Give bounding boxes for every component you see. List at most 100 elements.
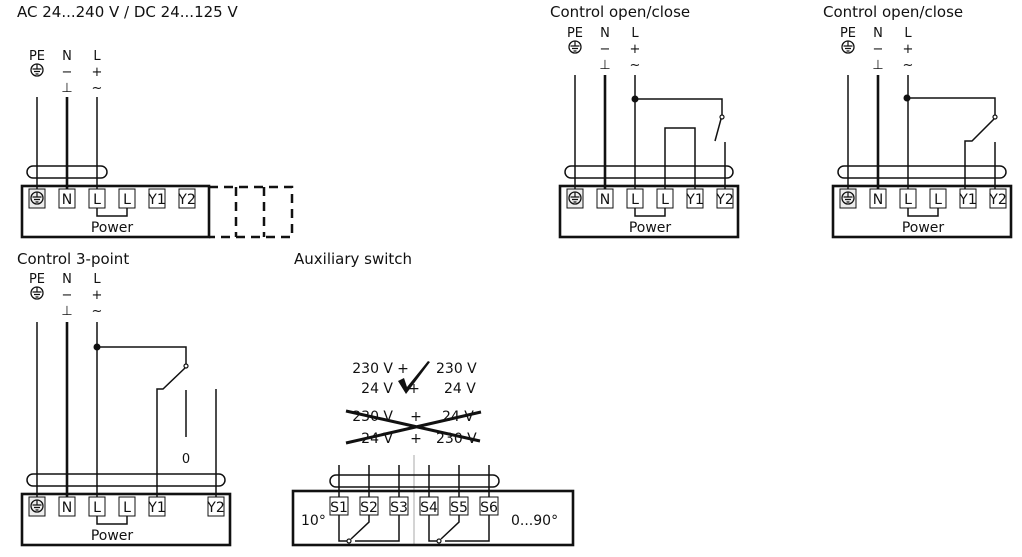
terminal [58,188,76,209]
title-three-point: Control 3-point [17,250,129,268]
ground-icon [568,40,582,54]
l-label: L [904,26,912,41]
power-bridge [907,208,939,217]
checkmark-icon [398,361,430,394]
terminal [989,188,1007,209]
ground-terminal-icon [30,499,44,513]
power-label: Power [629,220,672,236]
power-label: Power [902,220,945,236]
aux-terminal-label: S6 [480,500,498,516]
forbidden-2-left: 24 V [361,431,393,447]
aux-terminal-label: S4 [420,500,438,516]
ground-icon [841,40,855,54]
terminal-label: Y2 [988,192,1006,208]
plus-sign: + [903,42,914,57]
forbidden-1-left: 230 V [352,409,393,425]
ac-symbol: ~ [92,81,103,96]
terminal [148,188,166,209]
l-label: L [93,49,101,64]
allowed-1-left: 230 V [352,361,393,377]
power-label: Power [91,528,134,544]
allowed-2-left: 24 V [361,381,393,397]
terminal-label: N [873,192,883,208]
terminal [207,496,225,517]
terminal [869,188,887,209]
terminal [959,188,977,209]
cross-out-icon [345,409,482,445]
terminal-label: N [62,192,72,208]
terminal-housing [831,184,1013,239]
title-auxiliary-switch: Auxiliary switch [294,250,412,268]
terminal [686,188,704,209]
power-label: Power [91,220,134,236]
aux-voltage-rules: 230 V + 230 V 24 V + 24 V 230 V + 24 V 2… [345,361,482,447]
n-label: N [873,26,883,41]
cable-tie [564,165,734,179]
ground-icon [30,63,44,77]
ac-symbol: ~ [630,58,641,73]
aux-terminal-label: S3 [390,500,408,516]
terminal-label: Y1 [147,500,165,516]
aux-terminal-label: S2 [360,500,378,516]
terminal-label: L [904,192,912,208]
neutral-symbol: ⊥ [599,58,610,73]
pe-label: PE [29,49,45,64]
aux-terminal-label: S5 [450,500,468,516]
terminal [148,496,166,517]
terminal [178,188,196,209]
terminal-housing [558,184,740,239]
terminal [716,188,734,209]
aux-switch-block: 10° 0...90° [291,455,575,547]
terminal-label: L [93,192,101,208]
terminal [58,496,76,517]
ground-terminal-icon [568,191,582,205]
plus-sign: + [92,65,103,80]
power-bridge [634,208,666,217]
plus-sign: + [630,42,641,57]
ground-terminal-icon [30,191,44,205]
terminal-label: N [62,500,72,516]
minus-sign: − [62,65,73,80]
forbidden-2-plus: + [410,431,422,447]
ground-terminal-icon [841,191,855,205]
aux-terminal [419,496,439,516]
power-bridge [96,516,128,525]
allowed-1-right: 230 V [436,361,477,377]
terminal-label: L [661,192,669,208]
title-open-close-1: Control open/close [550,3,690,21]
aux-terminal [479,496,499,516]
cable-tie [26,473,226,487]
minus-sign: − [873,42,884,57]
terminal-label: Y1 [147,192,165,208]
terminal-label: L [631,192,639,208]
aux-terminal [449,496,469,516]
n-label: N [62,272,72,287]
n-label: N [600,26,610,41]
allowed-1-plus: + [397,361,409,377]
pe-label: PE [567,26,583,41]
title-open-close-2: Control open/close [823,3,963,21]
aux-terminal-label: S1 [330,500,348,516]
terminal-label: L [123,192,131,208]
power-bridge [96,208,128,217]
ground-icon [30,286,44,300]
terminal-label: Y1 [685,192,703,208]
terminal-label: L [934,192,942,208]
ac-symbol: ~ [903,58,914,73]
aux-terminal [329,496,349,516]
open-close-2-switch-wiring [903,94,998,191]
terminal-label: Y1 [958,192,976,208]
minus-sign: − [600,42,611,57]
forbidden-1-plus: + [410,409,422,425]
allowed-2-right: 24 V [444,381,476,397]
supply-voltage-label: AC 24...240 V / DC 24...125 V [17,3,238,21]
